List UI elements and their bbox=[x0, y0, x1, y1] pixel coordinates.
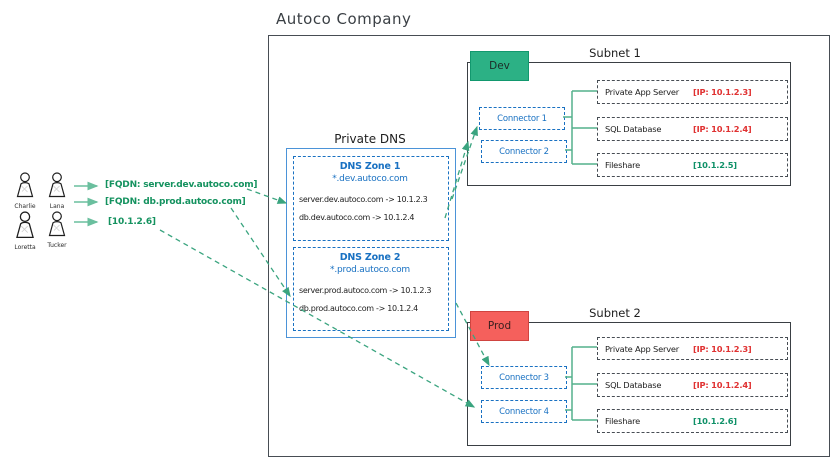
dns-zone-2-name: DNS Zone 2 bbox=[339, 252, 401, 263]
resource-ip: [10.1.2.5] bbox=[693, 160, 737, 170]
dns-record: server.dev.autoco.com -> 10.1.2.3 bbox=[299, 195, 428, 204]
dns-record: db.prod.autoco.com -> 10.1.2.4 bbox=[299, 304, 418, 313]
connector-4[interactable]: Connector 4 bbox=[481, 400, 567, 423]
dns-record: db.dev.autoco.com -> 10.1.2.4 bbox=[299, 213, 415, 222]
user-icon bbox=[48, 211, 66, 237]
dns-zone-2-domain: *.prod.autoco.com bbox=[330, 265, 410, 275]
resource-fileshare-dev[interactable]: Fileshare [10.1.2.5] bbox=[597, 153, 788, 177]
diagram-title: Autoco Company bbox=[276, 10, 412, 28]
resource-label: Private App Server bbox=[605, 87, 680, 97]
resource-sql-prod[interactable]: SQL Database [IP: 10.1.2.4] bbox=[597, 373, 788, 397]
request-label-fqdn-dev: [FQDN: server.dev.autoco.com] bbox=[105, 180, 258, 190]
request-label-fqdn-prod: [FQDN: db.prod.autoco.com] bbox=[105, 197, 246, 207]
user-loretta[interactable]: Loretta bbox=[8, 211, 42, 251]
connector-1[interactable]: Connector 1 bbox=[479, 107, 565, 130]
subnet-2-title: Subnet 2 bbox=[589, 306, 641, 320]
user-label: Tucker bbox=[47, 242, 67, 249]
request-label-ip: [10.1.2.6] bbox=[108, 217, 156, 227]
resource-label: Private App Server bbox=[605, 343, 680, 354]
resource-label: Fileshare bbox=[605, 416, 641, 426]
user-label: Charlie bbox=[14, 203, 36, 210]
resource-app-server-prod[interactable]: Private App Server [IP: 10.1.2.3] bbox=[597, 337, 788, 360]
resource-label: SQL Database bbox=[605, 380, 662, 390]
user-label: Loretta bbox=[14, 244, 36, 251]
user-request-arrows bbox=[74, 181, 99, 227]
user-lana[interactable]: Lana bbox=[40, 172, 74, 210]
user-icon bbox=[16, 211, 34, 239]
resource-ip: [IP: 10.1.2.4] bbox=[693, 124, 752, 134]
resource-label: Fileshare bbox=[605, 160, 641, 170]
user-icon bbox=[16, 172, 34, 198]
subnet-1-title: Subnet 1 bbox=[589, 46, 641, 60]
user-tucker[interactable]: Tucker bbox=[40, 211, 74, 249]
resource-sql-dev[interactable]: SQL Database [IP: 10.1.2.4] bbox=[597, 117, 788, 141]
resource-fileshare-prod[interactable]: Fileshare [10.1.2.6] bbox=[597, 409, 788, 433]
resource-ip: [10.1.2.6] bbox=[693, 416, 737, 426]
user-charlie[interactable]: Charlie bbox=[8, 172, 42, 210]
dns-record: server.prod.autoco.com -> 10.1.2.3 bbox=[299, 286, 432, 295]
user-icon bbox=[48, 172, 66, 198]
prod-badge[interactable]: Prod bbox=[470, 311, 529, 341]
user-label: Lana bbox=[49, 203, 65, 210]
subnet-1-box[interactable] bbox=[467, 62, 791, 186]
dns-zone-1-domain: *.dev.autoco.com bbox=[332, 174, 408, 184]
dev-badge[interactable]: Dev bbox=[470, 51, 529, 81]
resource-ip: [IP: 10.1.2.3] bbox=[693, 343, 752, 354]
private-dns-title: Private DNS bbox=[334, 132, 406, 146]
dns-zone-1-name: DNS Zone 1 bbox=[339, 161, 401, 172]
resource-label: SQL Database bbox=[605, 124, 662, 134]
connector-3[interactable]: Connector 3 bbox=[481, 366, 567, 389]
connector-2[interactable]: Connector 2 bbox=[481, 140, 567, 163]
resource-ip: [IP: 10.1.2.4] bbox=[693, 380, 752, 390]
resource-ip: [IP: 10.1.2.3] bbox=[693, 87, 752, 97]
resource-app-server-dev[interactable]: Private App Server [IP: 10.1.2.3] bbox=[597, 80, 788, 104]
